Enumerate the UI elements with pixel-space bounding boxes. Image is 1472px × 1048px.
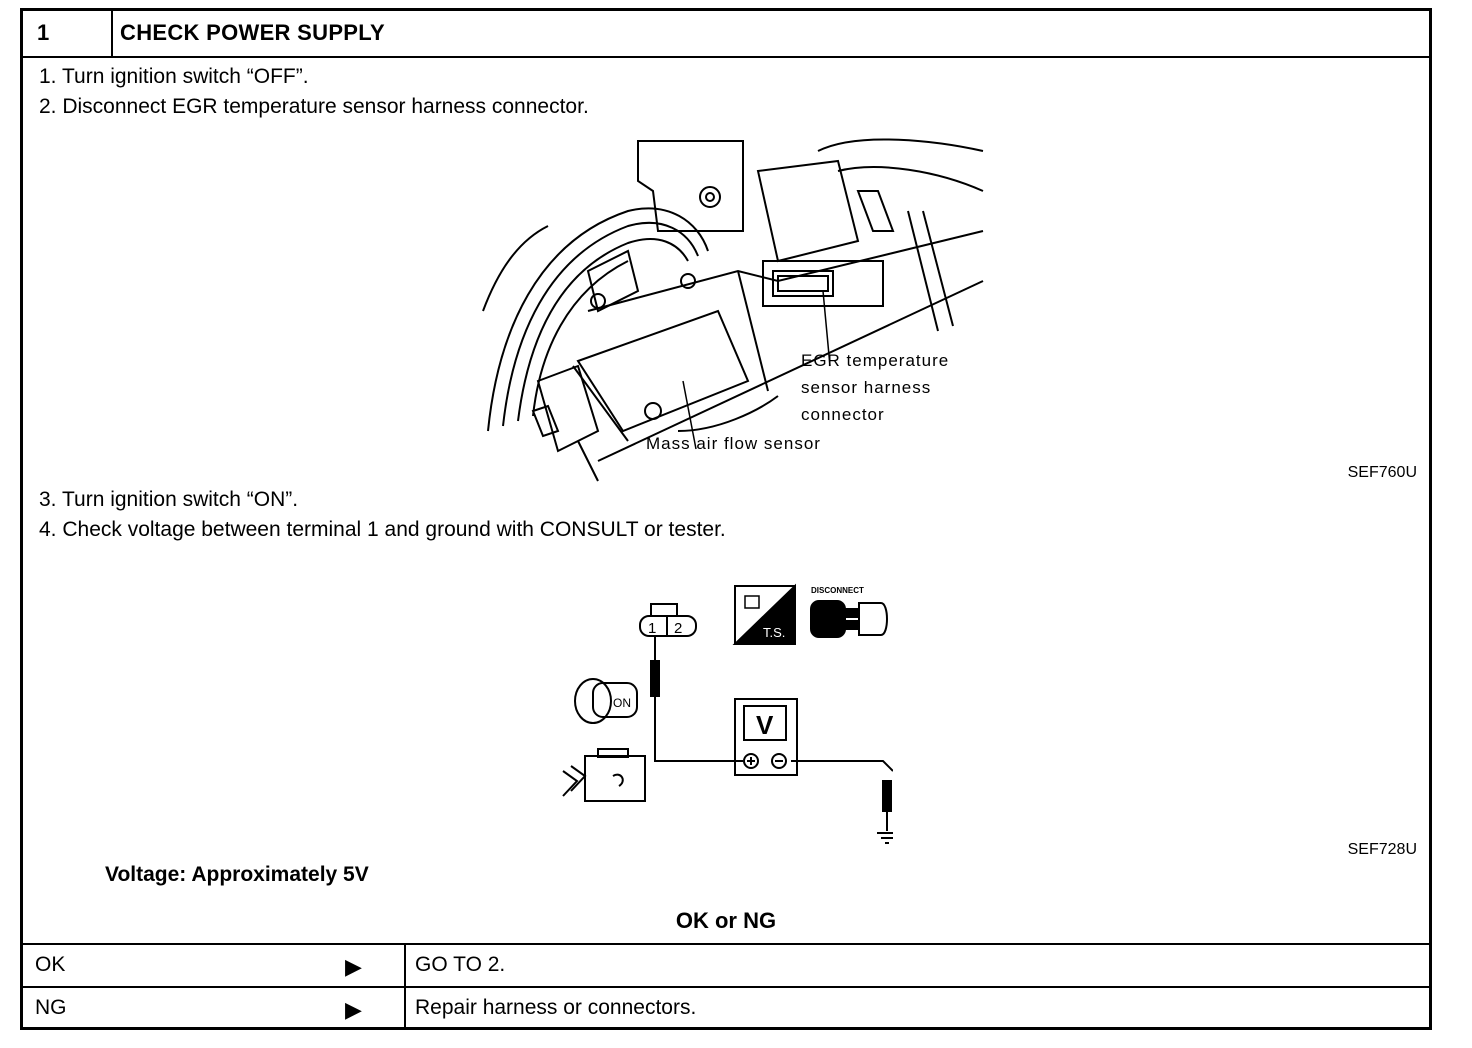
instruction-step-2: 2. Disconnect EGR temperature sensor har… — [39, 95, 589, 118]
arrow-right-icon: ▶ — [345, 954, 362, 979]
row-divider — [404, 988, 406, 1029]
voltmeter-v-label: V — [756, 710, 774, 740]
egr-connector-callout-line1: EGR temperature — [801, 351, 950, 370]
figure-code-sef728u: SEF728U — [1347, 841, 1417, 858]
voltmeter-icon — [734, 698, 798, 776]
tester-ts-icon — [732, 583, 796, 645]
ignition-key-on-icon — [574, 678, 638, 724]
result-action: Repair harness or connectors. — [415, 996, 697, 1019]
header-divider — [111, 11, 113, 56]
terminal-2-label: 2 — [674, 620, 682, 637]
maf-sensor-callout: Mass air flow sensor — [646, 434, 821, 453]
result-label: OK — [35, 953, 66, 976]
instruction-step-3: 3. Turn ignition switch “ON”. — [39, 488, 299, 511]
instruction-step-4: 4. Check voltage between terminal 1 and … — [39, 518, 726, 541]
voltage-check-diagram: 1 2 V T.S. DISCONNECT — [562, 583, 893, 844]
result-label: NG — [35, 996, 67, 1019]
engine-running-icon — [562, 748, 646, 802]
result-row-ok: OK ▶ GO TO 2. — [23, 943, 1429, 988]
row-divider — [404, 945, 406, 988]
step-number: 1 — [37, 20, 50, 45]
procedure-title: CHECK POWER SUPPLY — [120, 20, 385, 45]
result-action: GO TO 2. — [415, 953, 506, 976]
voltage-specification: Voltage: Approximately 5V — [105, 863, 369, 886]
engine-bay-illustration — [482, 138, 984, 482]
diagnostic-procedure-frame: 1 CHECK POWER SUPPLY 1. Turn ignition sw… — [20, 8, 1432, 1030]
terminal-1-label: 1 — [648, 620, 656, 637]
disconnect-label: DISCONNECT — [811, 586, 864, 595]
disconnect-connector-icon — [810, 600, 888, 638]
instruction-step-1: 1. Turn ignition switch “OFF”. — [39, 65, 309, 88]
egr-connector-callout-line2: sensor harness — [801, 378, 932, 397]
arrow-right-icon: ▶ — [345, 997, 362, 1022]
figure-code-sef760u: SEF760U — [1347, 464, 1417, 481]
sensor-connector-icon — [639, 603, 697, 637]
key-on-label: ON — [613, 696, 631, 710]
result-heading: OK or NG — [675, 908, 777, 933]
egr-connector-callout-line3: connector — [801, 405, 885, 424]
procedure-header: 1 CHECK POWER SUPPLY — [23, 11, 1429, 58]
ts-label: T.S. — [763, 625, 785, 640]
result-row-ng: NG ▶ Repair harness or connectors. — [23, 986, 1429, 1029]
